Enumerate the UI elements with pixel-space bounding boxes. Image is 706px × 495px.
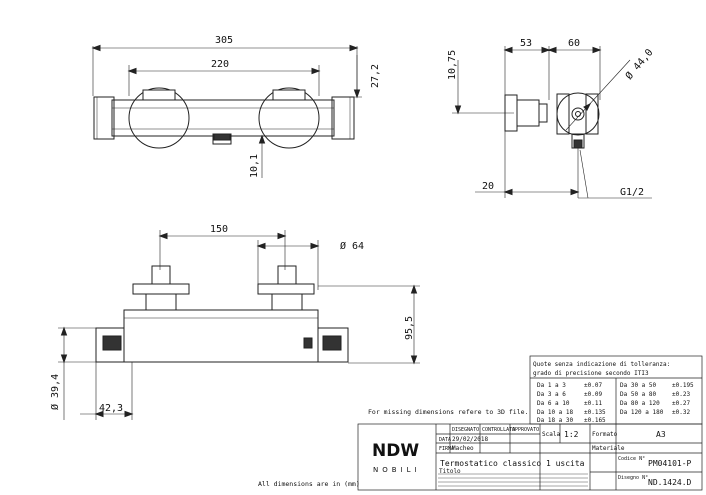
- label-scala: Scala: [542, 431, 560, 438]
- tol-row-left-value: ±0.11: [584, 400, 602, 407]
- top-view: [91, 44, 362, 178]
- dim-front-centers: 150: [210, 224, 228, 235]
- tol-row-left-value: ±0.165: [584, 417, 606, 424]
- dim-side-depth-b: 60: [568, 38, 580, 49]
- drawing-title: Termostatico classico 1 uscita: [440, 459, 585, 468]
- drawing-format: A3: [656, 430, 666, 439]
- tol-row-left-range: Da 10 a 18: [537, 409, 574, 416]
- tol-row-left-range: Da 3 a 6: [537, 391, 566, 398]
- title-block: [357, 423, 703, 491]
- label-formato: Formato: [592, 431, 618, 438]
- tol-row-right-value: ±0.195: [672, 382, 694, 389]
- tolerance-header-2: grado di precisione secondo ITI3: [533, 370, 649, 377]
- label-firma: FIRMA: [439, 446, 454, 452]
- dim-outlet-offset: 10,1: [249, 154, 260, 178]
- dim-front-left-diameter: Ø 39,4: [49, 374, 61, 410]
- tol-row-left-value: ±0.09: [584, 391, 602, 398]
- side-view: [452, 46, 652, 199]
- dim-front-left: 42,3: [99, 403, 123, 414]
- tol-row-right-range: Da 50 a 80: [620, 391, 657, 398]
- label-data: DATA: [439, 437, 451, 443]
- tolerance-rows: Da 1 a 3 ±0.07 Da 3 a 6 ±0.09 Da 6 a 10 …: [537, 382, 694, 424]
- drawer-signature: Macheo: [452, 445, 474, 452]
- label-codice: Codice N°: [618, 456, 645, 462]
- tol-row-left-range: Da 1 a 3: [537, 382, 566, 389]
- note-all-dimensions: All dimensions are in (mm): [258, 480, 360, 488]
- front-view: [58, 230, 420, 420]
- dim-side-depth-a: 53: [520, 38, 532, 49]
- dim-top-height: 27,2: [370, 64, 381, 88]
- logo-ndw: NDW: [372, 441, 419, 461]
- tolerance-header-1: Quote senza indicazione di tolleranza:: [533, 361, 670, 368]
- dim-front-height: 95,5: [404, 316, 415, 340]
- dim-center-distance: 220: [211, 59, 229, 70]
- label-disegno: Disegno N°: [618, 475, 648, 481]
- tol-row-right-value: ±0.32: [672, 409, 690, 416]
- dim-side-bottom: 20: [482, 181, 494, 192]
- label-titolo: Titolo: [439, 468, 461, 475]
- tol-row-left-value: ±0.135: [584, 409, 606, 416]
- dim-side-height: 10,75: [447, 50, 458, 80]
- col-controllato: CONTROLLATO: [482, 427, 515, 433]
- drawing-date: 29/02/2018: [452, 436, 489, 443]
- tol-row-right-value: ±0.27: [672, 400, 690, 407]
- company-logo: NDW NOBILI: [372, 441, 421, 474]
- dim-front-diameter: Ø 64: [340, 240, 364, 252]
- drawing-scale: 1:2: [564, 430, 579, 439]
- tol-row-right-range: Da 80 a 120: [620, 400, 660, 407]
- logo-nobili: NOBILI: [373, 466, 421, 474]
- tol-row-left-range: Da 6 a 10: [537, 400, 570, 407]
- col-disegnato: DISEGNATO: [452, 427, 479, 433]
- tol-row-right-value: ±0.23: [672, 391, 690, 398]
- dim-side-thread: G1/2: [620, 187, 644, 198]
- tol-row-right-range: Da 120 a 180: [620, 409, 664, 416]
- tol-row-left-value: ±0.07: [584, 382, 602, 389]
- tol-row-right-range: Da 30 a 50: [620, 382, 657, 389]
- note-missing-dimensions: For missing dimensions refere to 3D file…: [368, 408, 528, 416]
- tol-row-left-range: Da 18 a 30: [537, 417, 574, 424]
- dim-side-diameter: Ø 44,0: [623, 47, 655, 82]
- label-materiale: Materiale: [592, 445, 625, 452]
- dim-overall-length: 305: [215, 35, 233, 46]
- col-approvato: APPROVATO: [512, 427, 539, 433]
- drawing-number: ND.1424.D: [648, 478, 692, 487]
- product-code: PM04101-P: [648, 459, 692, 468]
